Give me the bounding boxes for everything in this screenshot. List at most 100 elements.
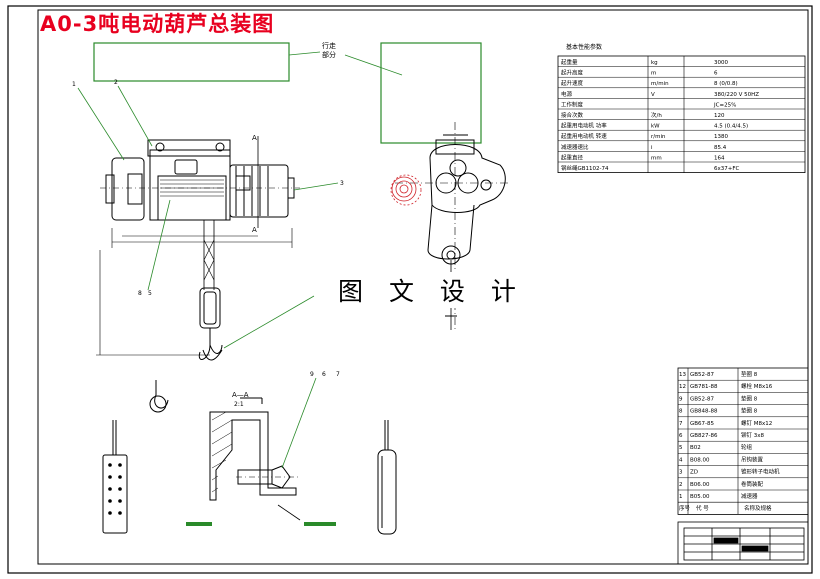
- section-markers: A A: [252, 134, 259, 234]
- perf-row-value: 85.4: [714, 145, 727, 151]
- bom-row-name: 垫圈 8: [741, 407, 758, 415]
- bom-row-name: 垫圈 8: [741, 370, 758, 378]
- bom-row-no: 4: [679, 457, 683, 463]
- travel-box-right: [380, 42, 482, 144]
- perf-row-value: 164: [714, 155, 725, 161]
- perf-row-unit: V: [651, 92, 655, 98]
- bom-row-code: B02: [690, 445, 701, 451]
- perf-row-unit: kg: [651, 60, 658, 66]
- callout-7: 7: [336, 371, 340, 378]
- bom-row-no: 12: [679, 384, 686, 390]
- perf-row-value: 380/220 V 50HZ: [714, 92, 759, 98]
- perf-row-value: 8 (0/0.8): [714, 81, 738, 87]
- callout-1: 1: [72, 81, 76, 88]
- perf-row-unit: m: [651, 71, 656, 77]
- callout-8: 8: [138, 290, 142, 297]
- bom-row-code: B06.00: [690, 482, 710, 488]
- perf-row-value: 6x37+FC: [714, 166, 740, 172]
- perf-row-value: 120: [714, 113, 725, 119]
- perf-row-name: 起重用电动机 功率: [561, 122, 607, 130]
- ground-mark-left: [186, 522, 212, 526]
- perf-row-value: 3000: [714, 60, 728, 66]
- bom-row-no: 6: [679, 433, 683, 439]
- bom-row-name: 螺栓 M8x16: [741, 382, 773, 390]
- bom-row-name: 螺钉 M8x12: [741, 419, 772, 427]
- pendant-right: [377, 420, 397, 535]
- bom-header-code: 代 号: [696, 504, 709, 512]
- callout-3: 3: [340, 180, 344, 187]
- perf-table-title: 基本性能参数: [566, 43, 602, 51]
- outer-border: [7, 5, 813, 574]
- callout-9: 9: [310, 371, 314, 378]
- perf-row-value: 6: [714, 71, 718, 77]
- section-scale: 2:1: [234, 401, 244, 408]
- perf-row-unit: m/min: [651, 81, 669, 87]
- bom-row-no: 3: [679, 470, 683, 476]
- bom-row-code: GB52-87: [690, 372, 715, 378]
- bom-row-no: 2: [679, 482, 683, 488]
- travel-label: 行走部分: [322, 41, 336, 59]
- svg-text:A: A: [252, 134, 257, 142]
- perf-row-name: 电源: [561, 90, 573, 98]
- perf-row-value: JC=25%: [713, 102, 736, 108]
- drawing-title: A0-3吨电动葫芦总装图: [40, 12, 275, 36]
- performance-table: 基本性能参数 起重量 kg 3000 起升高度 m 6 起升速度 m/min 8 (0/0.8)…: [557, 43, 806, 173]
- perf-row-name: 起重量: [561, 58, 578, 66]
- travel-box-left: [93, 42, 290, 82]
- perf-row-name: 起重用电动机 转速: [561, 132, 607, 140]
- travel-wheels: [390, 174, 422, 206]
- section-aa-view: [209, 397, 300, 501]
- bom-row-no: 5: [679, 445, 683, 451]
- bom-row-code: GB781-88: [690, 384, 718, 390]
- inner-frame: [37, 9, 809, 565]
- section-label: A—A: [232, 391, 249, 399]
- perf-row-name: 钢丝绳GB1102-74: [561, 164, 609, 172]
- callout-2: 2: [114, 79, 118, 86]
- bom-row-name: 卷筒装配: [741, 480, 764, 488]
- bom-row-code: GB67-85: [690, 421, 715, 427]
- perf-row-value: 1380: [714, 134, 728, 140]
- title-block: [677, 521, 809, 565]
- bom-row-no: 9: [679, 396, 683, 402]
- perf-row-unit: mm: [651, 155, 662, 161]
- bom-row-code: GB52-87: [690, 396, 715, 402]
- bom-row-name: 锥形转子电动机: [741, 468, 780, 476]
- bom-row-no: 13: [679, 372, 686, 378]
- bom-row-no: 8: [679, 409, 683, 415]
- bom-row-code: ZD: [690, 470, 698, 476]
- bom-row-name: 吊钩装置: [741, 455, 764, 463]
- perf-row-unit: i: [651, 145, 653, 151]
- perf-row-unit: kW: [651, 124, 660, 130]
- bom-row-code: B05.00: [690, 494, 710, 500]
- perf-row-name: 起升高度: [561, 69, 584, 77]
- bom-row-code: GB848-88: [690, 409, 718, 415]
- bom-row-name: 铆钉 3x8: [741, 431, 765, 439]
- bom-header-no: 序号: [679, 504, 691, 512]
- bom-row-code: B08.00: [690, 457, 710, 463]
- perf-row-name: 工作制度: [561, 100, 584, 108]
- bom-row-name: 轮组: [741, 443, 753, 451]
- callout-6: 6: [322, 371, 326, 378]
- bom-header-name: 名称及规格: [744, 504, 772, 512]
- bom-row-name: 减速器: [741, 492, 758, 500]
- perf-row-value: 4.5 (0.4/4.5): [714, 124, 748, 130]
- bom-row-name: 垫圈 8: [741, 394, 758, 402]
- bom-row-no: 7: [679, 421, 683, 427]
- callout-leaders: [77, 85, 339, 469]
- watermark-text: 图 文 设 计: [338, 272, 525, 308]
- bom-row-no: 1: [679, 494, 683, 500]
- perf-row-name: 起重直径: [561, 153, 584, 161]
- ground-mark-right: [304, 522, 336, 526]
- callout-5: 5: [148, 290, 152, 297]
- perf-row-unit: r/min: [651, 134, 666, 140]
- perf-row-name: 减速器速比: [561, 143, 589, 151]
- bom-row-code: GB827-86: [690, 433, 718, 439]
- perf-row-name: 起升速度: [561, 79, 584, 87]
- hoist-front-view: [96, 139, 300, 413]
- perf-row-unit: 次/h: [651, 111, 662, 119]
- svg-text:A: A: [252, 226, 257, 234]
- perf-row-name: 接合次数: [561, 111, 584, 119]
